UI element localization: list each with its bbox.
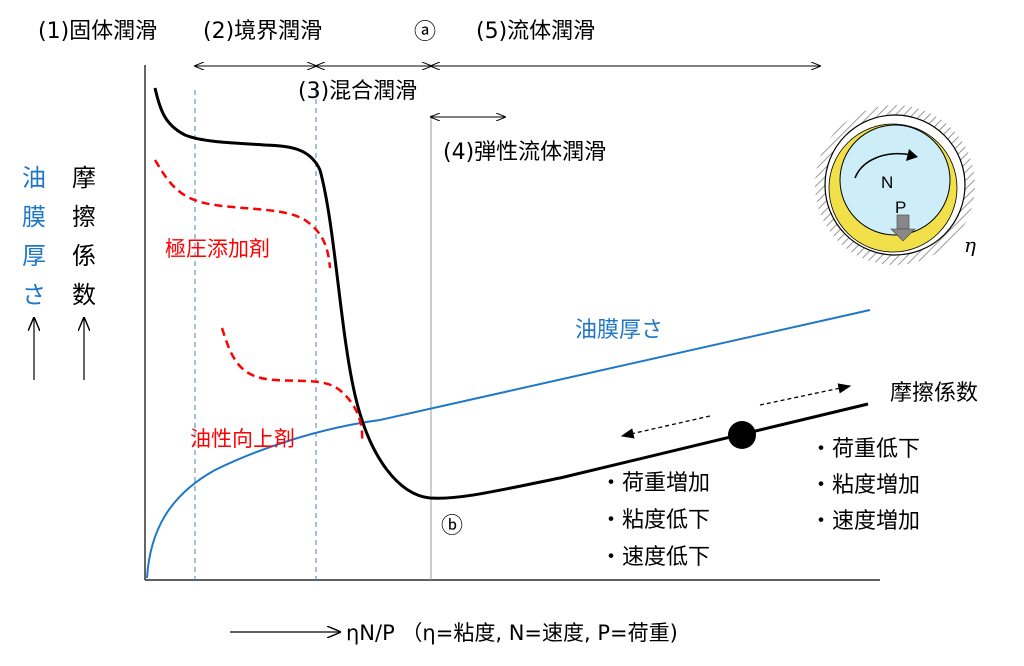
label-oil-film-thickness: 油膜厚さ [575,318,663,343]
label-point-a: ⓐ [414,20,436,45]
left-condition-item: ・粘度低下 [600,508,710,533]
ep-additive-curve [153,159,332,269]
label-solid-lubrication: (1)固体潤滑 [38,19,157,44]
x-axis-label: ηN/P （η=粘度, N=速度, P=荷重) [346,621,678,645]
left-condition-item: ・速度低下 [600,545,710,570]
label-mixed-lubrication: (3)混合潤滑 [298,79,417,104]
oiliness-improver-curve [220,327,364,443]
oil-film-thickness-curve [146,309,871,579]
label-oiliness-improver: 油性向上剤 [190,427,295,451]
right-condition-item: ・速度増加 [810,509,920,534]
label-ehl-lubrication: (4)弾性流体潤滑 [443,140,606,165]
left-condition-item: ・荷重増加 [600,471,710,496]
label-friction-coefficient: 摩擦係数 [890,381,978,406]
label-boundary-lubrication: (2)境界潤滑 [203,19,322,44]
right-condition-item: ・荷重低下 [810,437,920,462]
label-ep-additive: 極圧添加剤 [165,237,270,261]
svg-text:さ: さ [22,281,46,309]
svg-text:油: 油 [22,164,46,192]
label-fluid-lubrication: (5)流体潤滑 [476,19,595,44]
right-conditions-list: ・荷重低下 ・粘度増加 ・速度増加 [810,437,920,534]
svg-text:摩: 摩 [72,164,96,192]
svg-text:厚: 厚 [22,242,46,270]
oil-film-axis-label: 油 膜 厚 さ [22,164,46,309]
bearing-n-label: N [881,173,893,192]
bearing-p-label: P [895,198,906,217]
right-condition-item: ・粘度増加 [810,473,920,498]
bearing-eta-label: η [964,233,976,257]
left-conditions-list: ・荷重増加 ・粘度低下 ・速度低下 [600,471,710,570]
svg-text:膜: 膜 [22,203,46,231]
svg-text:数: 数 [72,281,96,309]
friction-axis-label: 摩 擦 係 数 [72,164,96,309]
journal-bearing-illustration [815,105,975,265]
friction-coefficient-curve [153,87,869,500]
label-point-b: ⓑ [441,514,463,539]
decrease-direction-arrow [620,415,711,439]
svg-text:係: 係 [72,242,96,270]
operating-point-dot [728,421,756,449]
increase-direction-arrow [759,383,852,406]
svg-text:擦: 擦 [72,203,96,231]
